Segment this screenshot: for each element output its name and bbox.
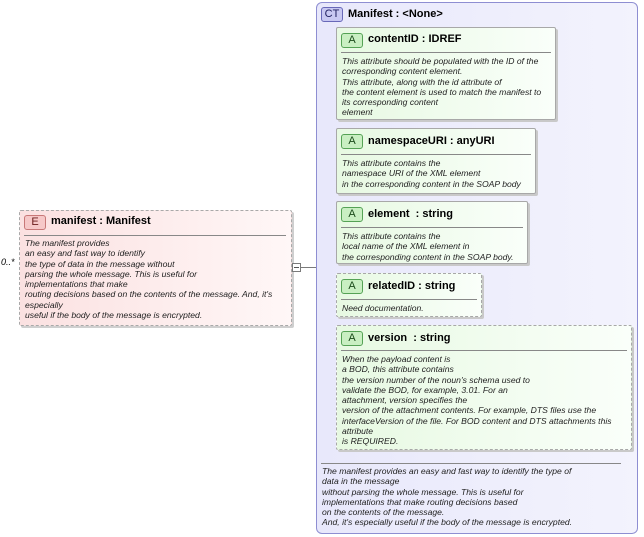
connector-element-to-ct (292, 267, 322, 268)
attribute-separator (341, 350, 627, 351)
element-doc: The manifest provides an easy and fast w… (25, 238, 273, 321)
element-cardinality: 0..* (1, 257, 15, 267)
attribute-doc: This attribute contains the local name o… (342, 231, 514, 262)
attribute-tag: A (341, 33, 363, 48)
element-manifest-box[interactable]: E manifest : Manifest The manifest provi… (19, 210, 292, 326)
attribute-separator (341, 299, 477, 300)
attribute-separator (341, 227, 523, 228)
minus-icon (294, 267, 299, 268)
attribute-doc: This attribute should be populated with … (342, 56, 542, 118)
attribute-element[interactable]: A element : string This attribute contai… (336, 201, 528, 264)
attribute-separator (341, 154, 531, 155)
attribute-title: namespaceURI : anyURI (368, 135, 495, 147)
attribute-contentid[interactable]: A contentID : IDREF This attribute shoul… (336, 27, 556, 120)
attribute-tag: A (341, 207, 363, 222)
attribute-relatedid[interactable]: A relatedID : string Need documentation. (336, 273, 482, 317)
attribute-title: version : string (368, 332, 451, 344)
attribute-doc: When the payload content is a BOD, this … (342, 354, 612, 447)
element-tag: E (24, 215, 46, 230)
expand-toggle[interactable] (292, 263, 301, 272)
complex-type-doc-separator (321, 463, 621, 464)
attribute-version[interactable]: A version : string When the payload cont… (336, 325, 632, 450)
complex-type-tag: CT (321, 7, 343, 22)
complex-type-title: Manifest : <None> (348, 8, 443, 20)
element-title: manifest : Manifest (51, 215, 151, 227)
attribute-doc: Need documentation. (342, 303, 424, 313)
attribute-tag: A (341, 331, 363, 346)
attribute-doc: This attribute contains the namespace UR… (342, 158, 521, 189)
complex-type-doc: The manifest provides an easy and fast w… (322, 466, 573, 528)
attribute-tag: A (341, 134, 363, 149)
attribute-namespaceuri[interactable]: A namespaceURI : anyURI This attribute c… (336, 128, 536, 194)
element-separator (24, 235, 286, 236)
attribute-title: contentID : IDREF (368, 33, 462, 45)
attribute-tag: A (341, 279, 363, 294)
attribute-title: relatedID : string (368, 280, 456, 292)
attribute-title: element : string (368, 208, 453, 220)
attribute-separator (341, 52, 551, 53)
